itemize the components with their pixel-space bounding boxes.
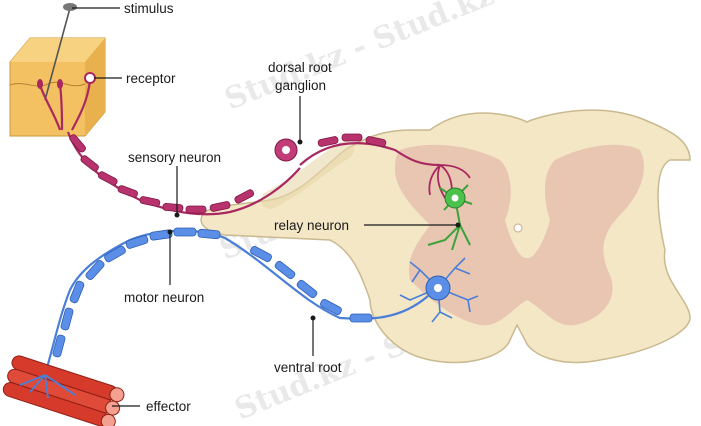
- relay-neuron: [427, 184, 473, 251]
- effector-muscle: [2, 355, 125, 426]
- label-stimulus: stimulus: [72, 1, 174, 16]
- label-text-line1: dorsal root: [268, 60, 332, 75]
- spinal-cord: [200, 109, 691, 364]
- label-text: motor neuron: [124, 290, 204, 305]
- label-text: relay neuron: [274, 218, 349, 233]
- sensory-neuron: [37, 72, 471, 216]
- label-text: receptor: [126, 71, 176, 86]
- dorsal-root: [261, 141, 354, 209]
- watermark: Stud.kz - Stud.kz: [220, 0, 499, 117]
- central-canal: [513, 223, 523, 233]
- stimulus-needle: [44, 3, 77, 101]
- label-receptor: receptor: [94, 71, 176, 86]
- sensory-myelin: [69, 133, 387, 214]
- label-text: ventral root: [274, 360, 342, 375]
- label-text: sensory neuron: [128, 150, 221, 165]
- label-dorsal-root-ganglion: dorsal root ganglion: [268, 60, 332, 145]
- label-effector: effector: [112, 399, 191, 414]
- label-text-line2: ganglion: [275, 78, 326, 93]
- label-ventral-root: ventral root: [274, 315, 342, 375]
- label-text: effector: [146, 399, 191, 414]
- label-relay-neuron: relay neuron: [274, 218, 461, 233]
- receptor-ending: [84, 72, 96, 84]
- label-motor-neuron: motor neuron: [124, 229, 204, 305]
- motor-myelin: [52, 227, 373, 358]
- motor-neuron: [43, 227, 479, 376]
- label-text: stimulus: [124, 1, 174, 16]
- label-sensory-neuron: sensory neuron: [128, 150, 221, 218]
